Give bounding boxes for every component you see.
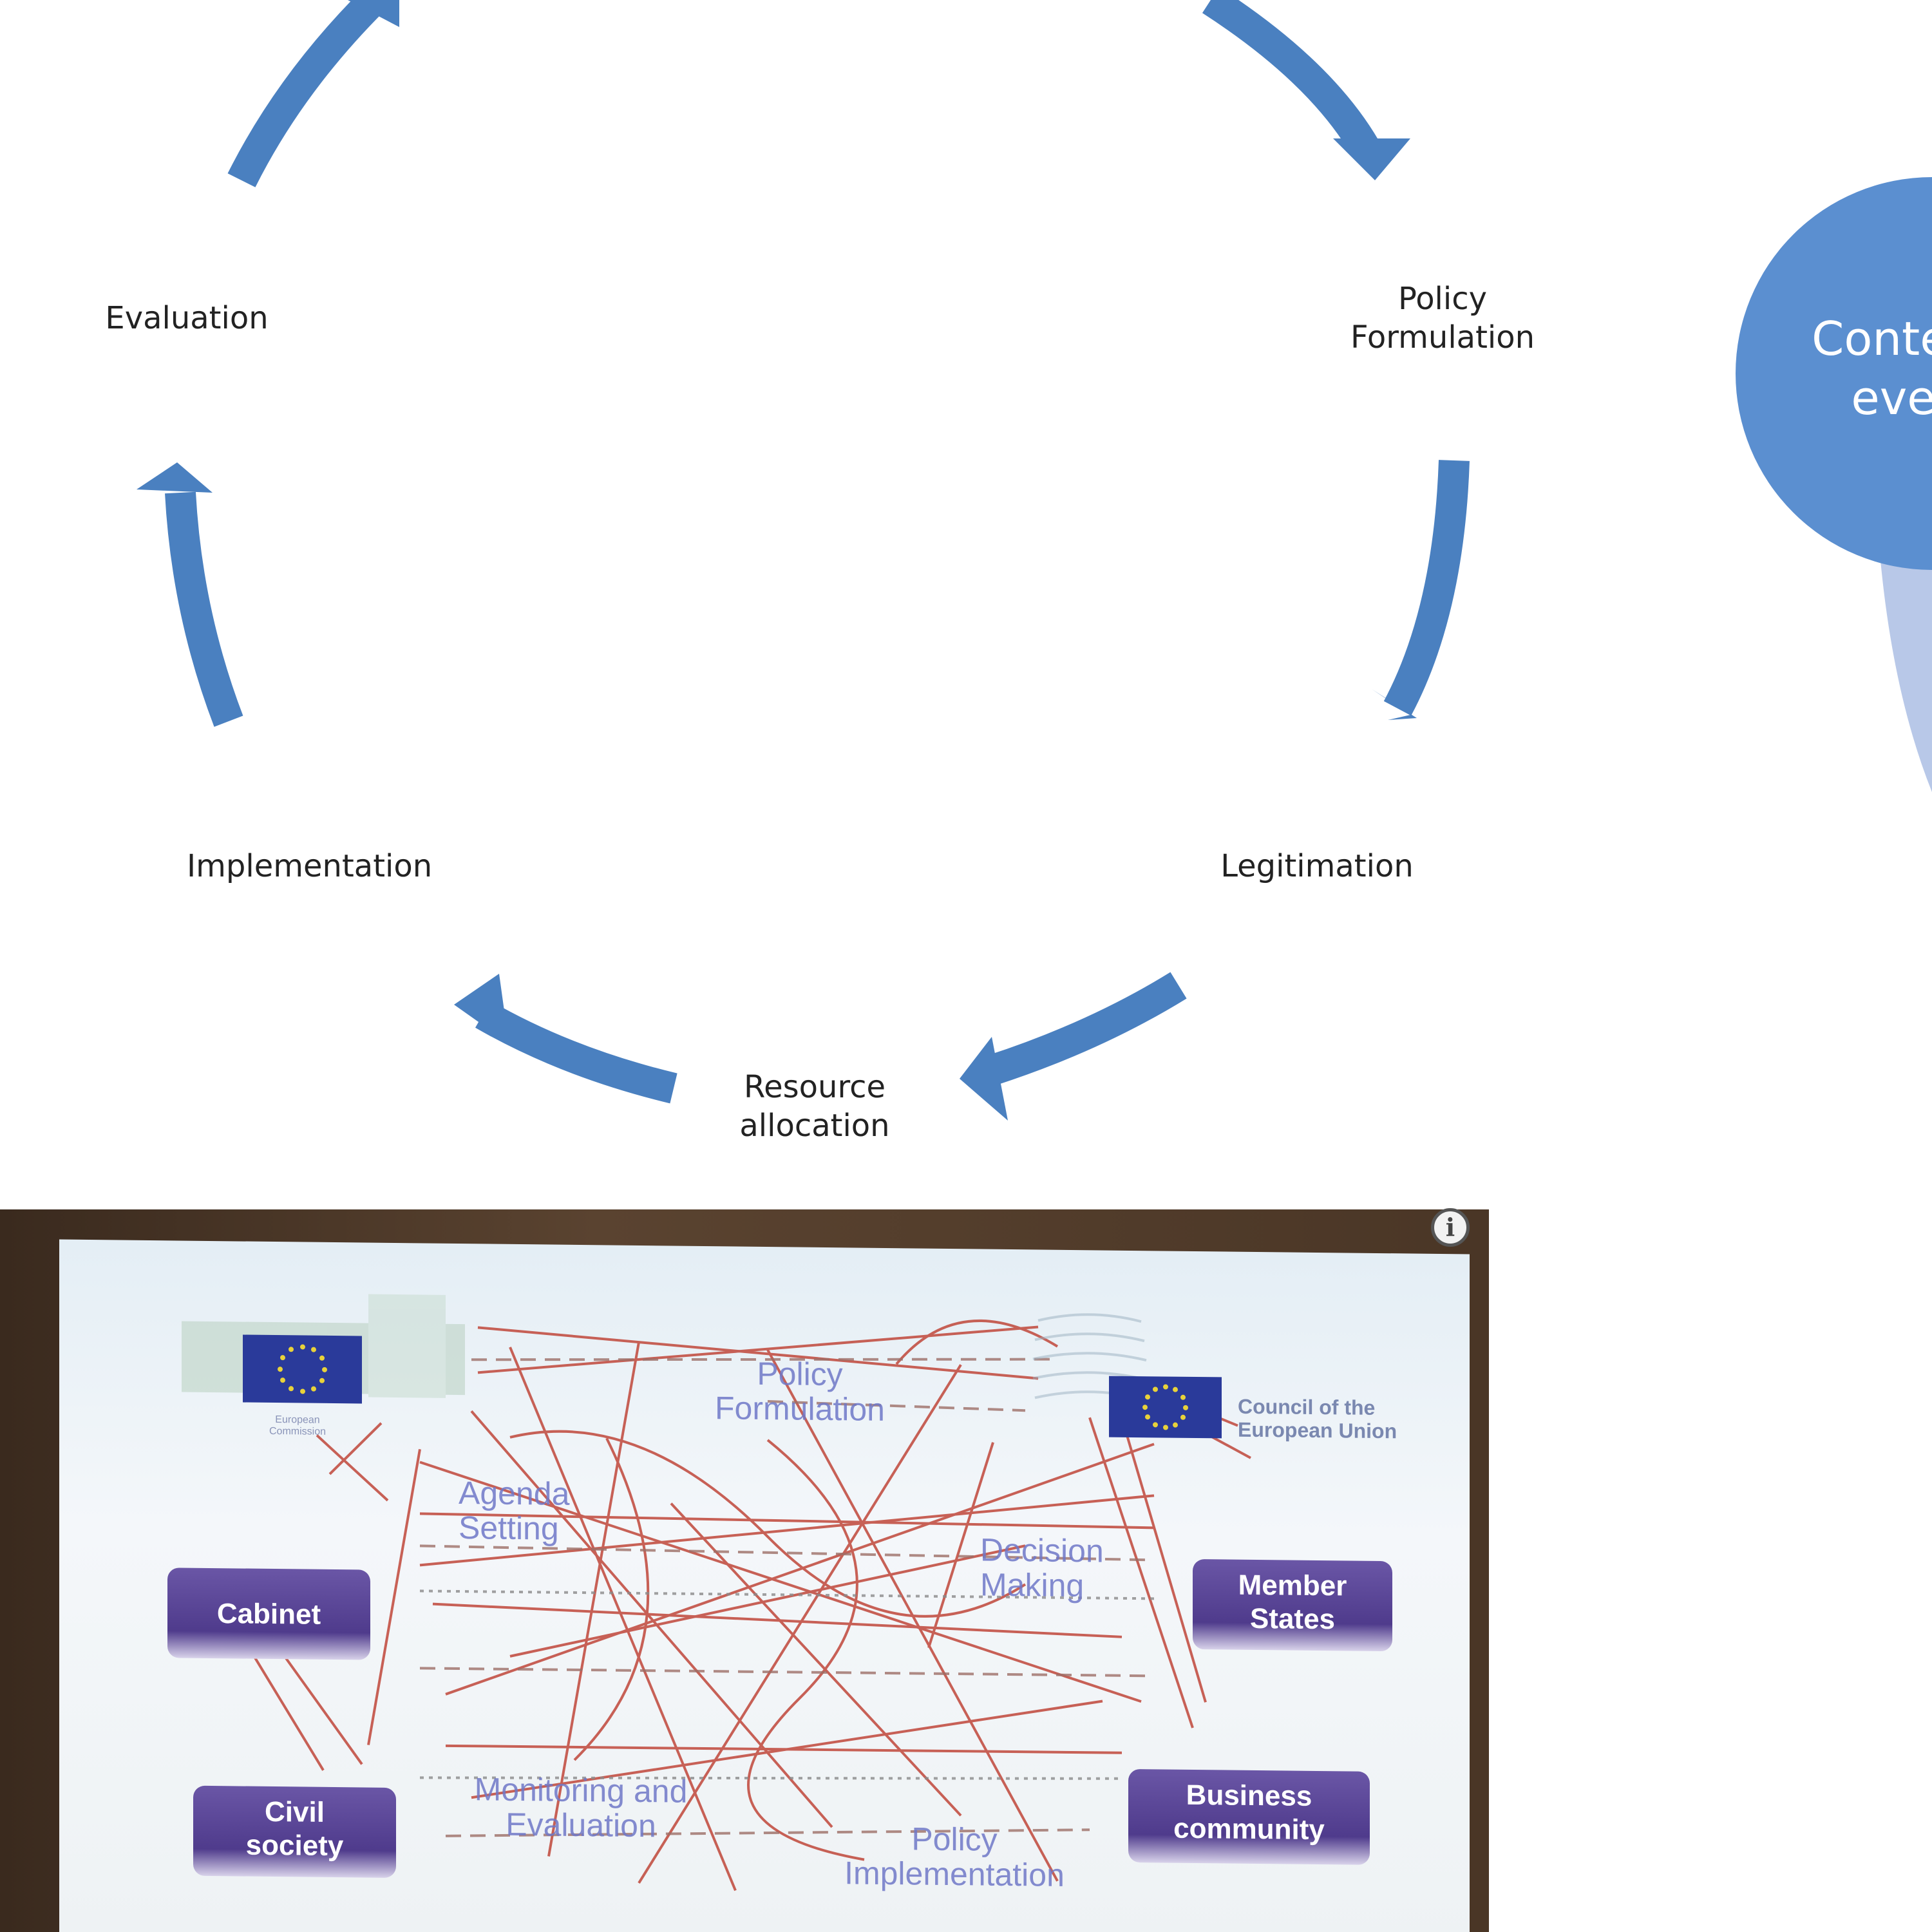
flag-star bbox=[1182, 1405, 1188, 1410]
council-caption: Council of the European Union bbox=[1238, 1394, 1397, 1443]
flag-star bbox=[277, 1366, 283, 1372]
flag-star bbox=[1152, 1421, 1158, 1428]
flag-star bbox=[299, 1344, 305, 1350]
flag-star bbox=[289, 1385, 294, 1391]
arrowhead-right bbox=[1372, 689, 1417, 720]
arrowhead-bottom-left bbox=[454, 974, 509, 1043]
stage-evaluation: Evaluation bbox=[105, 300, 269, 336]
overlay-monitoring: Monitoring and Evaluation bbox=[474, 1771, 688, 1844]
slide-screen: European Commission Council of the Europ… bbox=[59, 1239, 1470, 1932]
actor-member-states: Member States bbox=[1193, 1558, 1392, 1652]
flag-star bbox=[1145, 1394, 1151, 1400]
flag-star bbox=[1142, 1404, 1148, 1410]
flag-star bbox=[1173, 1422, 1179, 1428]
arrow-legitimation-to-resource bbox=[987, 972, 1187, 1085]
actor-business-community: Business community bbox=[1128, 1768, 1370, 1865]
flag-star bbox=[1152, 1387, 1158, 1392]
flag-star bbox=[280, 1377, 286, 1383]
stage-legitimation: Legitimation bbox=[1220, 848, 1414, 884]
stage-resource-allocation: Resource allocation bbox=[739, 1069, 890, 1144]
flag-star bbox=[1162, 1425, 1168, 1430]
overlay-policy-formulation: Policy Formulation bbox=[715, 1355, 885, 1428]
context-circle bbox=[1736, 177, 1932, 570]
arrowhead-left bbox=[137, 462, 213, 493]
arrow-formulation-to-legitimation bbox=[1383, 460, 1470, 716]
context-events-label: Contex eve bbox=[1812, 312, 1932, 425]
flag-star bbox=[319, 1378, 325, 1383]
info-icon[interactable]: i bbox=[1431, 1208, 1470, 1247]
arrow-resource-to-implementation bbox=[475, 1001, 677, 1104]
stage-implementation: Implementation bbox=[187, 848, 433, 884]
flag-star bbox=[1173, 1387, 1179, 1393]
overlay-agenda-setting: Agenda Setting bbox=[459, 1475, 570, 1547]
arrow-agenda-to-formulation bbox=[1202, 0, 1379, 156]
photo-of-slide: European Commission Council of the Europ… bbox=[0, 1209, 1489, 1932]
overlay-implementation: Policy Implementation bbox=[844, 1821, 1065, 1893]
overlay-decision-making: Decision Making bbox=[980, 1531, 1104, 1604]
arrow-evaluation-to-agenda bbox=[227, 0, 384, 187]
policy-cycle-diagram bbox=[137, 0, 1932, 1121]
commission-caption: European Commission bbox=[269, 1414, 326, 1437]
flag-star bbox=[319, 1355, 325, 1361]
flag-star bbox=[1180, 1394, 1186, 1400]
actor-cabinet: Cabinet bbox=[167, 1567, 370, 1660]
flag-star bbox=[1145, 1414, 1151, 1420]
flag-star bbox=[1162, 1384, 1168, 1390]
flag-star bbox=[310, 1347, 316, 1353]
stage-policy-formulation: Policy Formulation bbox=[1350, 281, 1535, 355]
flag-star bbox=[322, 1367, 328, 1372]
flag-star bbox=[1180, 1414, 1186, 1421]
context-tail bbox=[1880, 560, 1932, 792]
flag-star bbox=[310, 1386, 316, 1392]
flag-star bbox=[289, 1347, 294, 1352]
arrowhead-top-right bbox=[1333, 138, 1410, 180]
flag-star bbox=[280, 1355, 286, 1361]
commission-eu-flag bbox=[243, 1334, 362, 1404]
arrowhead-top-left bbox=[348, 0, 399, 27]
arrowhead-bottom-right bbox=[960, 1037, 1008, 1121]
actor-civil-society: Civil society bbox=[193, 1785, 396, 1879]
flag-star bbox=[299, 1388, 305, 1394]
arrow-implementation-to-evaluation bbox=[165, 491, 243, 727]
council-eu-flag bbox=[1109, 1376, 1222, 1439]
